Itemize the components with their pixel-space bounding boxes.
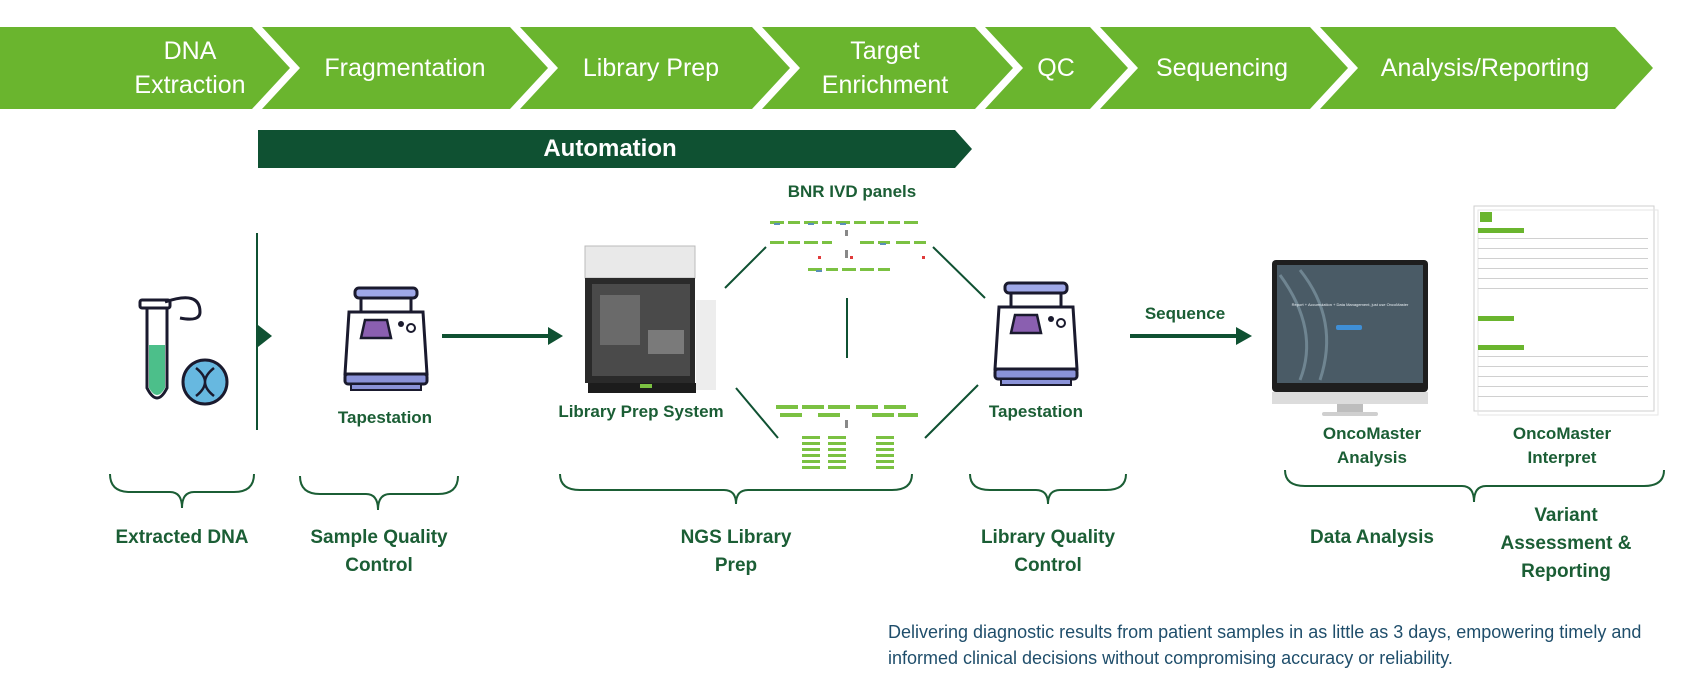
tapestation-right-label: Tapestation bbox=[988, 402, 1084, 421]
bnr-panels-graphic bbox=[770, 221, 926, 469]
library-prep-machine-image bbox=[584, 245, 716, 393]
stage-label-library-prep: Library Prep bbox=[558, 27, 744, 109]
stage-chevron-analysis bbox=[1320, 27, 1653, 109]
stage-label-analysis-reporting: Analysis/Reporting bbox=[1358, 27, 1612, 109]
dna-tube-icon bbox=[138, 296, 229, 406]
stage-text: Target Enrichment bbox=[821, 37, 949, 99]
tapestation-left-icon bbox=[343, 286, 429, 391]
group-label-variant-assessment: Variant Assessment & Reporting bbox=[1500, 505, 1632, 582]
stage-text: QC bbox=[1037, 54, 1075, 82]
oncomaster-interpret-label: OncoMaster Interpret bbox=[1512, 424, 1612, 467]
group-label-extracted-dna: Extracted DNA bbox=[115, 527, 249, 548]
brace-sample-qc bbox=[299, 475, 459, 511]
stage-text: Fragmentation bbox=[324, 54, 486, 82]
group-label-data-analysis: Data Analysis bbox=[1310, 527, 1434, 548]
automation-bar bbox=[258, 130, 972, 168]
arrow-to-library-prep-head bbox=[548, 327, 563, 345]
oncomaster-monitor-image bbox=[1272, 260, 1428, 416]
library-prep-system-label: Library Prep System bbox=[558, 402, 724, 421]
arrow-sequence-head bbox=[1236, 327, 1252, 345]
oncomaster-analysis-label: OncoMaster Analysis bbox=[1322, 424, 1422, 467]
stage-text: DNA Extraction bbox=[134, 37, 246, 99]
tapestation-left-label: Tapestation bbox=[337, 408, 433, 427]
group-label-ngs-library-prep: NGS Library Prep bbox=[680, 527, 792, 576]
connector-line bbox=[924, 384, 979, 439]
stage-text: Analysis/Reporting bbox=[1380, 54, 1590, 82]
stage-label-qc: QC bbox=[1020, 27, 1092, 109]
stage-text: Library Prep bbox=[582, 54, 720, 82]
group-label-sample-qc: Sample Quality Control bbox=[310, 527, 448, 576]
group-label-library-qc: Library Quality Control bbox=[980, 527, 1116, 576]
automation-label: Automation bbox=[543, 135, 677, 162]
stage-chevron-sequencing bbox=[1100, 27, 1348, 109]
tapestation-right-icon bbox=[993, 281, 1079, 386]
stage-label-sequencing: Sequencing bbox=[1138, 27, 1306, 109]
stage-chevron-fragmentation bbox=[262, 27, 548, 109]
brace-ngs-library-prep bbox=[559, 473, 913, 505]
stage-label-target-enrichment: Target Enrichment bbox=[800, 27, 970, 109]
brace-extracted-dna bbox=[109, 473, 255, 509]
stage-chevron-dna-extraction bbox=[0, 27, 290, 109]
connector-line bbox=[932, 246, 986, 299]
stage-chevron-qc bbox=[985, 27, 1128, 109]
tagline-text: Delivering diagnostic results from patie… bbox=[888, 622, 1642, 668]
sequence-label: Sequence bbox=[1144, 304, 1226, 323]
stage-label-dna-extraction: DNA Extraction bbox=[120, 27, 260, 109]
oncomaster-report-image bbox=[1473, 205, 1659, 416]
stage-text: Sequencing bbox=[1155, 54, 1289, 82]
monitor-headline: Report + Accumulation + Data Management,… bbox=[1291, 302, 1409, 307]
stage-label-fragmentation: Fragmentation bbox=[300, 27, 510, 109]
brace-library-qc bbox=[969, 473, 1127, 505]
connector-line bbox=[735, 387, 779, 439]
connector-line bbox=[724, 246, 767, 289]
stage-chevron-target-enrichment bbox=[762, 27, 1013, 109]
divider-arrowhead bbox=[258, 325, 272, 347]
stage-chevron-library-prep bbox=[520, 27, 790, 109]
bnr-panels-label: BNR IVD panels bbox=[787, 182, 917, 201]
brace-data-analysis bbox=[1284, 469, 1665, 503]
